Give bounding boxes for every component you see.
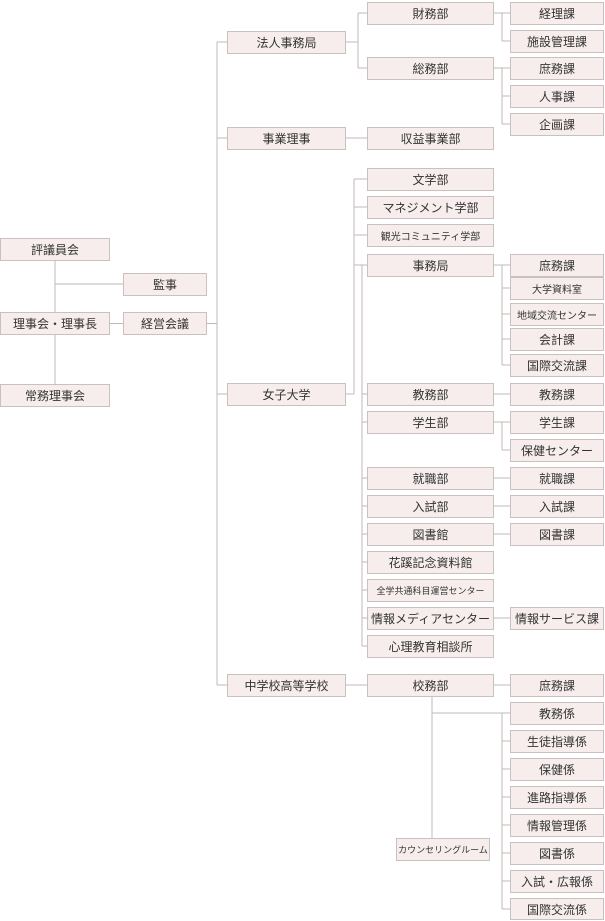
node-shinro-shidogakari: 進路指導係 (510, 786, 604, 809)
node-jomu-rijikai: 常務理事会 (0, 384, 110, 407)
node-management-gakubu: マネジメント学部 (367, 196, 494, 219)
node-chiiki-koryu-center: 地域交流センター (510, 303, 604, 326)
node-rijikai: 理事会・理事長 (0, 312, 110, 335)
node-chugaku-kotogakko: 中学校高等学校 (227, 674, 346, 697)
node-nyushika: 入試課 (510, 495, 604, 518)
node-toshogakari: 図書係 (510, 842, 604, 865)
node-daigaku-shiryoshitsu: 大学資料室 (510, 277, 604, 300)
node-komubu: 校務部 (367, 674, 494, 697)
node-kyomubu: 教務部 (367, 383, 494, 406)
node-toshoka: 図書課 (510, 523, 604, 546)
node-keirika: 経理課 (510, 2, 604, 25)
node-kakei-kinen-shiryokan: 花蹊記念資料館 (367, 551, 494, 574)
node-gakuseika: 学生課 (510, 411, 604, 434)
node-kanko-community-gakubu: 観光コミュニティ学部 (367, 224, 494, 247)
node-joho-media-center: 情報メディアセンター (367, 607, 494, 630)
node-joshi-daigaku: 女子大学 (227, 383, 346, 406)
node-gakuseibu: 学生部 (367, 411, 494, 434)
node-nyushibu: 入試部 (367, 495, 494, 518)
node-kokusai-koryuka: 国際交流課 (510, 354, 604, 377)
node-kyomugakari: 教務係 (510, 702, 604, 725)
node-jinjika: 人事課 (510, 85, 604, 108)
node-zaimubu: 財務部 (367, 2, 494, 25)
node-kokusai-koryugakari: 国際交流係 (510, 898, 604, 920)
node-toshokan: 図書館 (367, 523, 494, 546)
node-shomuka-jimukyoku: 庶務課 (510, 254, 604, 277)
node-seito-shidogakari: 生徒指導係 (510, 730, 604, 753)
node-zengaku-kyotsu-center: 全学共通科目運営センター (367, 579, 494, 602)
node-joho-service-ka: 情報サービス課 (510, 607, 604, 630)
node-shueki-jigyobu: 収益事業部 (367, 127, 494, 150)
node-shushokuka: 就職課 (510, 467, 604, 490)
node-kyomuka: 教務課 (510, 383, 604, 406)
node-shinri-kyoiku-sodanjo: 心理教育相談所 (367, 635, 494, 658)
node-shisetsu-kanrika: 施設管理課 (510, 30, 604, 53)
node-hokengakari: 保健係 (510, 758, 604, 781)
node-kaikeika: 会計課 (510, 328, 604, 351)
node-kikakuka: 企画課 (510, 113, 604, 136)
node-hyogiinkai: 評議員会 (0, 238, 110, 261)
node-jigyo-riji: 事業理事 (227, 127, 346, 150)
node-nyushi-kohogakari: 入試・広報係 (510, 870, 604, 893)
node-hoken-center: 保健センター (510, 439, 604, 462)
node-jimukyoku: 事務局 (367, 254, 494, 277)
node-somubu: 総務部 (367, 57, 494, 80)
node-hojin-jimukyoku: 法人事務局 (227, 31, 346, 54)
node-kanji: 監事 (123, 273, 207, 296)
node-bungakubu: 文学部 (367, 168, 494, 191)
node-joho-kanrigakari: 情報管理係 (510, 814, 604, 837)
node-shomuka-komu: 庶務課 (510, 674, 604, 697)
node-shushokubu: 就職部 (367, 467, 494, 490)
node-shomuka-somu: 庶務課 (510, 57, 604, 80)
node-keiei-kaigi: 経営会議 (123, 312, 207, 335)
node-counseling-room: カウンセリングルーム (396, 838, 490, 861)
